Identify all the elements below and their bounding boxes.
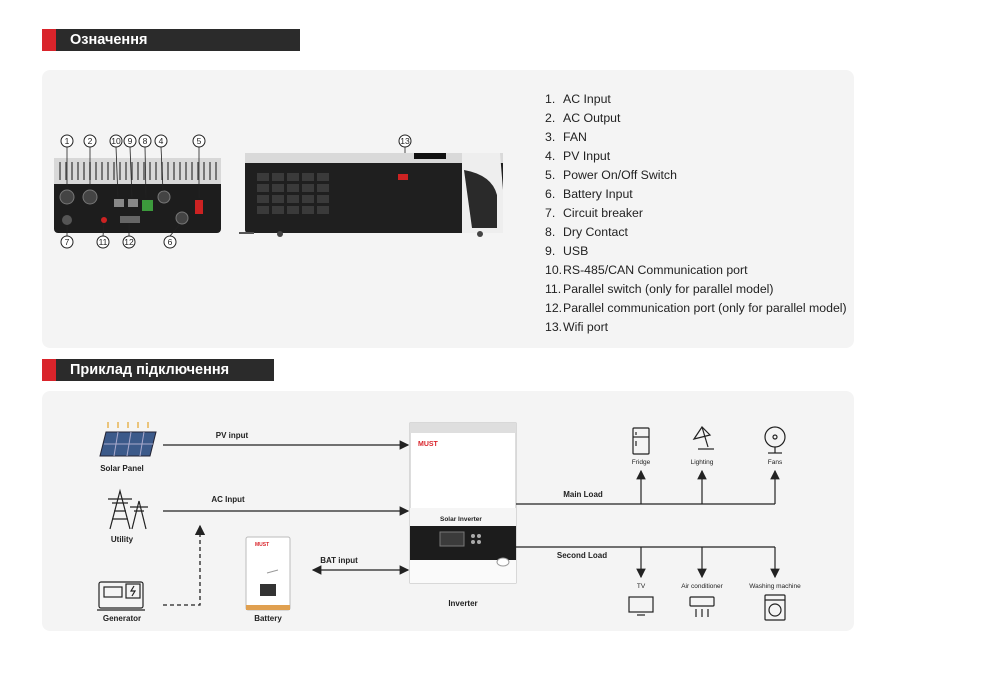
legend-item: 3. FAN [545, 128, 847, 147]
fans-label: Fans [768, 459, 783, 466]
callout-4: 4 [159, 136, 164, 146]
fan-icon [764, 426, 786, 454]
legend-item-number: 5. [545, 168, 556, 182]
legend-item: 4. PV Input [545, 147, 847, 166]
legend-item-label: AC Output [563, 111, 621, 125]
legend-item-number: 11. [545, 282, 562, 296]
ac-input-label: AC Input [211, 495, 245, 504]
legend-item: 2. AC Output [545, 109, 847, 128]
legend-item-label: Circuit breaker [563, 206, 643, 220]
utility-tower-icon [108, 488, 148, 530]
legend-item-number: 10. [545, 263, 563, 277]
battery-brand: MUST [255, 542, 269, 548]
legend-item: 1. AC Input [545, 90, 847, 109]
legend-item-label: FAN [563, 130, 587, 144]
legend-item-label: Wifi port [563, 320, 609, 334]
tv-icon [628, 596, 654, 616]
legend-item-number: 8. [545, 225, 556, 239]
legend-item-number: 12. [545, 301, 563, 315]
legend-item-number: 4. [545, 149, 556, 163]
connection-diagram: Solar Panel Utility Generator MUST Batte… [97, 422, 801, 623]
pv-input-label: PV input [216, 431, 249, 440]
section-title-definitions: Означення [56, 29, 300, 51]
callout-12: 12 [124, 237, 134, 247]
solar-panel-label: Solar Panel [100, 464, 144, 473]
generator-label: Generator [103, 614, 141, 623]
callout-6: 6 [168, 237, 173, 247]
callout-group [60, 134, 412, 249]
utility-label: Utility [111, 535, 134, 544]
legend-item-number: 9. [545, 244, 556, 258]
legend-item: 11.Parallel switch (only for parallel mo… [545, 280, 847, 299]
legend-item-label: Battery Input [563, 187, 633, 201]
device-ports-illustration: 1 2 10 9 8 4 5 7 11 12 6 13 [54, 134, 503, 249]
second-load-label: Second Load [557, 551, 607, 560]
section-header-definitions: Означення [42, 29, 300, 51]
legend-item-label: AC Input [563, 92, 611, 106]
legend-item-label: USB [563, 244, 589, 258]
inverter-bottom-view [54, 158, 221, 233]
inverter-unit [409, 422, 517, 584]
legend-item-number: 2. [545, 111, 556, 125]
generator-line [163, 524, 206, 606]
washing-machine-label: Washing machine [749, 583, 801, 590]
inverter-label: Inverter [448, 599, 477, 608]
legend-item: 6. Battery Input [545, 185, 847, 204]
callout-7: 7 [65, 237, 70, 247]
washing-machine-icon [764, 594, 786, 621]
legend-item: 10.RS-485/CAN Communication port [545, 261, 847, 280]
legend-item: 7. Circuit breaker [545, 204, 847, 223]
lamp-icon [692, 426, 714, 450]
callout-2: 2 [88, 136, 93, 146]
legend-item: 13.Wifi port [545, 318, 847, 337]
main-load-label: Main Load [563, 490, 603, 499]
battery-icon [245, 536, 291, 611]
section-header-connection: Приклад підключення [42, 359, 274, 381]
legend-item-label: RS-485/CAN Communication port [563, 263, 748, 277]
battery-label: Battery [254, 614, 282, 623]
inverter-side-view [239, 153, 503, 237]
air-conditioner-label: Air conditioner [681, 583, 723, 590]
generator-icon [97, 581, 145, 611]
lighting-label: Lighting [691, 459, 714, 466]
legend-item: 8. Dry Contact [545, 223, 847, 242]
header-accent-bar [42, 29, 56, 51]
header-accent-bar [42, 359, 56, 381]
callout-8: 8 [143, 136, 148, 146]
port-legend-list: 1. AC Input 2. AC Output 3. FAN 4. PV Input 5. Po… [545, 90, 847, 337]
legend-item-label: Dry Contact [563, 225, 628, 239]
callout-5: 5 [197, 136, 202, 146]
callout-10: 10 [111, 136, 121, 146]
legend-item-label: Parallel switch (only for parallel model… [563, 282, 774, 296]
callout-11: 11 [99, 237, 108, 247]
legend-item-number: 7. [545, 206, 556, 220]
solar-panel-icon [99, 422, 157, 457]
callout-9: 9 [128, 136, 133, 146]
inverter-brand: MUST [418, 441, 439, 448]
legend-item-number: 13. [545, 320, 563, 334]
bat-input-label: BAT input [320, 556, 358, 565]
legend-item-label: Parallel communication port (only for pa… [563, 301, 847, 315]
inverter-model-label: Solar Inverter [440, 516, 482, 523]
callout-13: 13 [400, 136, 410, 146]
legend-item: 9. USB [545, 242, 847, 261]
tv-label: TV [637, 583, 646, 590]
legend-item-number: 1. [545, 92, 556, 106]
fridge-label: Fridge [632, 459, 651, 466]
air-conditioner-icon [689, 596, 715, 617]
legend-item: 12.Parallel communication port (only for… [545, 299, 847, 318]
fridge-icon [632, 427, 650, 455]
legend-item-label: Power On/Off Switch [563, 168, 677, 182]
legend-item-number: 6. [545, 187, 556, 201]
legend-item-number: 3. [545, 130, 556, 144]
legend-item-label: PV Input [563, 149, 611, 163]
section-title-connection: Приклад підключення [56, 359, 274, 381]
legend-item: 5. Power On/Off Switch [545, 166, 847, 185]
callout-1: 1 [65, 136, 70, 146]
